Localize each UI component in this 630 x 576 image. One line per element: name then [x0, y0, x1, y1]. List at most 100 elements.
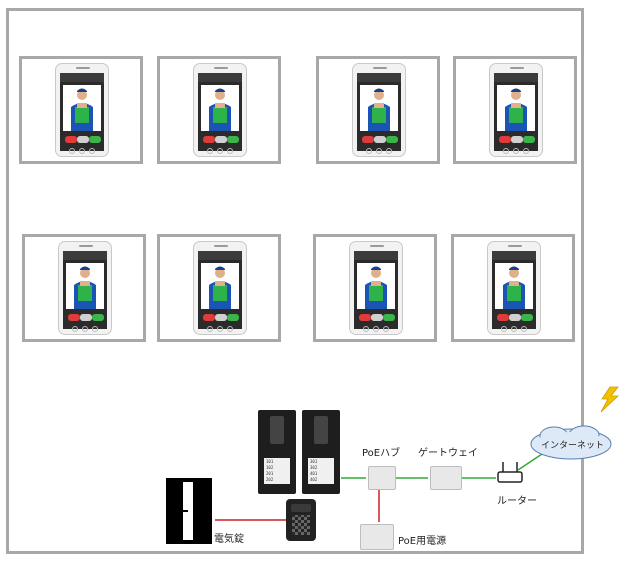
router-internet-link — [517, 451, 546, 471]
mute-icon — [207, 148, 213, 154]
smartphone-icon — [349, 241, 403, 335]
phone-tile — [313, 234, 437, 342]
decline-button — [203, 136, 215, 143]
room-number: 402 — [310, 477, 318, 482]
phone-screen — [198, 251, 242, 332]
unlock-button — [374, 136, 386, 143]
speaker-toggle-icon — [521, 326, 527, 332]
speaker-toggle-icon — [386, 148, 392, 154]
mute-icon — [72, 326, 78, 332]
mute-icon — [366, 148, 372, 154]
mute-icon — [503, 148, 509, 154]
speaker-toggle-icon — [227, 326, 233, 332]
unlock-button — [80, 314, 92, 321]
room-number: 202 — [266, 477, 274, 482]
intercom-panel: 301 302 401 402 — [302, 410, 340, 494]
app-bar — [198, 73, 242, 82]
unlock-button — [371, 314, 383, 321]
decline-button — [203, 314, 215, 321]
speaker-icon — [214, 245, 228, 247]
camera-toggle-icon — [217, 148, 223, 154]
room-number: 201 — [266, 471, 274, 476]
answer-button — [386, 136, 398, 143]
poe-hub-icon — [368, 466, 396, 490]
unlock-button — [215, 314, 227, 321]
speaker-toggle-icon — [227, 148, 233, 154]
visitor-image — [360, 85, 398, 131]
poe-power-label: PoE用電源 — [398, 536, 447, 547]
cloud-icon — [530, 425, 612, 460]
decline-button — [497, 314, 509, 321]
app-bar — [60, 73, 104, 82]
speaker-icon — [214, 67, 228, 69]
phone-screen — [198, 73, 242, 154]
mute-icon — [501, 326, 507, 332]
app-bar — [357, 73, 401, 82]
speaker-toggle-icon — [523, 148, 529, 154]
mute-icon — [363, 326, 369, 332]
decline-button — [359, 314, 371, 321]
visitor-image — [63, 85, 101, 131]
speaker-icon — [79, 245, 93, 247]
keypad-reader-icon — [286, 499, 316, 541]
smartphone-icon — [352, 63, 406, 157]
camera-toggle-icon — [511, 326, 517, 332]
poe-hub-label: PoEハブ — [362, 448, 401, 459]
mute-icon — [207, 326, 213, 332]
gateway-icon — [430, 466, 462, 490]
phone-tile — [316, 56, 440, 164]
speaker-icon — [373, 67, 387, 69]
camera-toggle-icon — [82, 326, 88, 332]
unlock-button — [511, 136, 523, 143]
unlock-button — [215, 136, 227, 143]
phone-tile — [22, 234, 146, 342]
phone-screen — [492, 251, 536, 332]
smartphone-icon — [58, 241, 112, 335]
unlock-button — [77, 136, 89, 143]
phone-tile — [451, 234, 575, 342]
visitor-image — [497, 85, 535, 131]
decline-button — [65, 136, 77, 143]
app-bar — [198, 251, 242, 260]
speaker-icon — [508, 245, 522, 247]
decline-button — [68, 314, 80, 321]
decline-button — [499, 136, 511, 143]
answer-button — [523, 136, 535, 143]
app-bar — [63, 251, 107, 260]
decline-button — [362, 136, 374, 143]
speaker-icon — [510, 67, 524, 69]
visitor-image — [495, 263, 533, 309]
phone-tile — [19, 56, 143, 164]
phone-tile — [157, 56, 281, 164]
building-outline — [6, 8, 584, 554]
router-icon — [497, 462, 523, 483]
answer-button — [92, 314, 104, 321]
phone-tile — [157, 234, 281, 342]
answer-button — [227, 314, 239, 321]
room-number: 101 — [266, 459, 274, 464]
phone-screen — [60, 73, 104, 154]
room-number: 301 — [310, 459, 318, 464]
door-icon — [166, 478, 212, 544]
visitor-image — [357, 263, 395, 309]
speaker-toggle-icon — [383, 326, 389, 332]
directory-label: 301 302 401 402 — [308, 458, 334, 484]
router-label: ルーター — [497, 496, 537, 507]
smartphone-icon — [55, 63, 109, 157]
room-number: 302 — [310, 465, 318, 470]
visitor-image — [201, 85, 239, 131]
directory-label: 101 102 201 202 — [264, 458, 290, 484]
speaker-toggle-icon — [92, 326, 98, 332]
app-bar — [494, 73, 538, 82]
answer-button — [521, 314, 533, 321]
visitor-image — [66, 263, 104, 309]
camera-icon — [314, 416, 328, 444]
phone-screen — [63, 251, 107, 332]
app-bar — [492, 251, 536, 260]
room-number: 102 — [266, 465, 274, 470]
internet-label: インターネット — [541, 441, 605, 451]
camera-toggle-icon — [376, 148, 382, 154]
speaker-toggle-icon — [89, 148, 95, 154]
visitor-image — [201, 263, 239, 309]
